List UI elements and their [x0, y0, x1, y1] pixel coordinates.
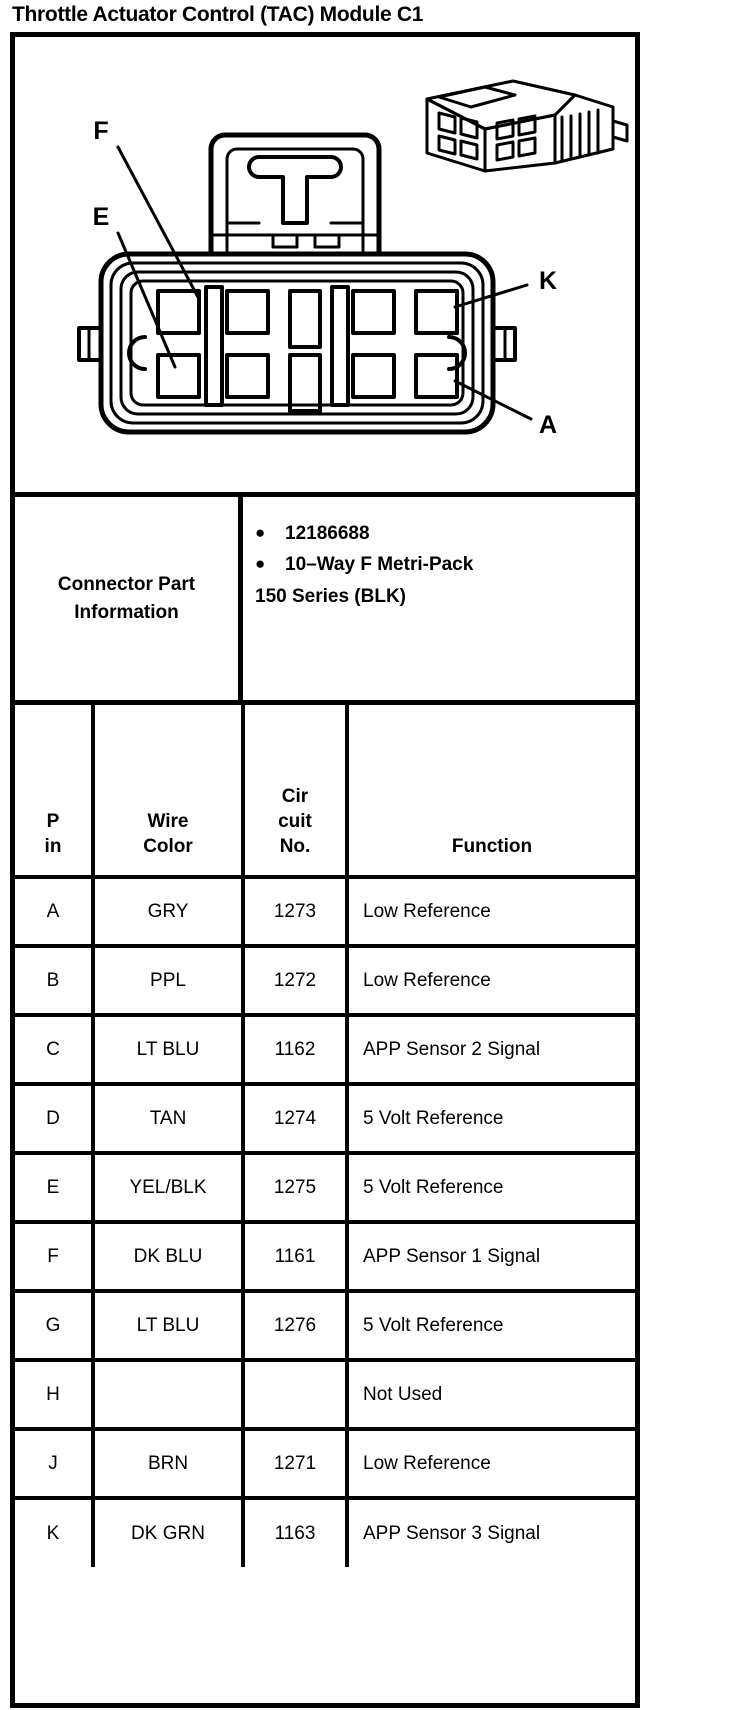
table-row: G LT BLU 1276 5 Volt Reference: [15, 1291, 635, 1362]
cell-wire-color: BRN: [93, 1429, 245, 1500]
leader-line-f: [116, 145, 201, 301]
cell-function: APP Sensor 1 Signal: [347, 1222, 635, 1293]
part-number-bullet: ● 12186688: [255, 519, 635, 550]
part-description-value: 10–Way F Metri-Pack: [285, 553, 474, 575]
part-description-bullet: ● 10–Way F Metri-Pack: [255, 550, 635, 581]
table-row: B PPL 1272 Low Reference: [15, 946, 635, 1017]
table-row: J BRN 1271 Low Reference: [15, 1429, 635, 1500]
cell-pin: F: [15, 1222, 95, 1293]
cell-pin: E: [15, 1153, 95, 1224]
cell-circuit-no: 1272: [243, 946, 349, 1017]
pin-header-line1: P: [46, 810, 60, 832]
connector-part-information-section: Connector Part Information ● 12186688 ● …: [15, 492, 635, 700]
callout-label-a: A: [539, 411, 557, 439]
connector-part-information-values: ● 12186688 ● 10–Way F Metri-Pack 150 Ser…: [243, 497, 635, 700]
cavity-top-3: [288, 289, 322, 349]
cell-circuit-no: 1274: [243, 1084, 349, 1155]
connector-illustration: F E K A: [15, 37, 635, 492]
cell-wire-color: LT BLU: [93, 1291, 245, 1362]
pin-table-body: A GRY 1273 Low Reference B PPL 1272 Low …: [15, 877, 635, 1567]
connector-part-information-label: Connector Part Information: [15, 497, 243, 700]
cell-wire-color: PPL: [93, 946, 245, 1017]
perspective-connector-view: [425, 79, 629, 173]
table-row: F DK BLU 1161 APP Sensor 1 Signal: [15, 1222, 635, 1293]
cell-wire-color: TAN: [93, 1084, 245, 1155]
cell-function: Low Reference: [347, 1429, 635, 1500]
cell-function: 5 Volt Reference: [347, 1153, 635, 1224]
cell-circuit-no: 1276: [243, 1291, 349, 1362]
page-title: Throttle Actuator Control (TAC) Module C…: [12, 3, 424, 26]
cell-wire-color: GRY: [93, 877, 245, 948]
wire-header-line1: Wire: [147, 810, 189, 832]
cavity-top-2: [225, 289, 270, 335]
connector-info-frame: F E K A Connector Part Information ● 121…: [10, 32, 640, 1708]
cell-circuit-no: 1275: [243, 1153, 349, 1224]
cell-pin: A: [15, 877, 95, 948]
cell-circuit-no: 1163: [243, 1498, 349, 1567]
cell-circuit-no: 1273: [243, 877, 349, 948]
circuit-header-line1: Cir: [281, 785, 309, 807]
cavity-top-5: [414, 289, 459, 335]
table-row: E YEL/BLK 1275 5 Volt Reference: [15, 1153, 635, 1224]
cavity-bottom-5: [414, 353, 459, 399]
table-row: D TAN 1274 5 Volt Reference: [15, 1084, 635, 1155]
cell-circuit-no: 1162: [243, 1015, 349, 1086]
cavity-bottom-1: [156, 353, 201, 399]
column-header-wire-color: Wire Color: [93, 705, 245, 879]
leader-line-e: [116, 231, 177, 369]
part-description-continuation: 150 Series (BLK): [255, 585, 407, 607]
cell-function: Low Reference: [347, 946, 635, 1017]
leader-line-a: [453, 379, 533, 421]
cell-function: Low Reference: [347, 877, 635, 948]
cavity-bottom-3: [288, 353, 322, 413]
callout-label-k: K: [539, 267, 557, 295]
column-header-circuit-no: Cir cuit No.: [243, 705, 349, 879]
callout-label-e: E: [93, 203, 110, 231]
cell-function: 5 Volt Reference: [347, 1291, 635, 1362]
cavity-top-1: [156, 289, 201, 335]
cell-wire-color: DK GRN: [93, 1498, 245, 1567]
cell-pin: G: [15, 1291, 95, 1362]
cell-circuit-no: 1161: [243, 1222, 349, 1293]
table-row: K DK GRN 1163 APP Sensor 3 Signal: [15, 1498, 635, 1567]
column-header-pin: P in: [15, 705, 95, 879]
leader-line-k: [453, 283, 529, 309]
table-row: C LT BLU 1162 APP Sensor 2 Signal: [15, 1015, 635, 1086]
cell-wire-color: YEL/BLK: [93, 1153, 245, 1224]
cell-function: Not Used: [347, 1360, 635, 1431]
cell-pin: J: [15, 1429, 95, 1500]
callout-label-f: F: [93, 117, 108, 145]
cell-wire-color: LT BLU: [93, 1015, 245, 1086]
cell-pin: K: [15, 1498, 95, 1567]
pin-table: P in Wire Color Cir cuit No. Function: [15, 705, 635, 1567]
table-header-row: P in Wire Color Cir cuit No. Function: [15, 705, 635, 879]
column-header-function: Function: [347, 705, 635, 879]
cavity-bottom-4: [351, 353, 396, 399]
cell-circuit-no: [243, 1360, 349, 1431]
cell-wire-color: [93, 1360, 245, 1431]
cell-wire-color: DK BLU: [93, 1222, 245, 1293]
circuit-header-line3: No.: [279, 835, 311, 857]
cell-function: 5 Volt Reference: [347, 1084, 635, 1155]
cell-circuit-no: 1271: [243, 1429, 349, 1500]
pin-header-line2: in: [44, 835, 62, 857]
table-row: H Not Used: [15, 1360, 635, 1431]
part-number-value: 12186688: [285, 523, 370, 544]
circuit-header-line2: cuit: [278, 810, 312, 832]
cell-function: APP Sensor 3 Signal: [363, 1522, 541, 1544]
cell-pin: B: [15, 946, 95, 1017]
bullet-dot-icon: ●: [255, 553, 266, 573]
cavity-bottom-2: [225, 353, 270, 399]
cavity-top-4: [351, 289, 396, 335]
cell-function: APP Sensor 2 Signal: [347, 1015, 635, 1086]
wire-header-line2: Color: [143, 835, 193, 857]
cell-pin: D: [15, 1084, 95, 1155]
bullet-dot-icon: ●: [255, 523, 266, 542]
pin-table-container: P in Wire Color Cir cuit No. Function: [15, 700, 635, 1567]
cell-pin: C: [15, 1015, 95, 1086]
cell-pin: H: [15, 1360, 95, 1431]
table-row: A GRY 1273 Low Reference: [15, 877, 635, 948]
